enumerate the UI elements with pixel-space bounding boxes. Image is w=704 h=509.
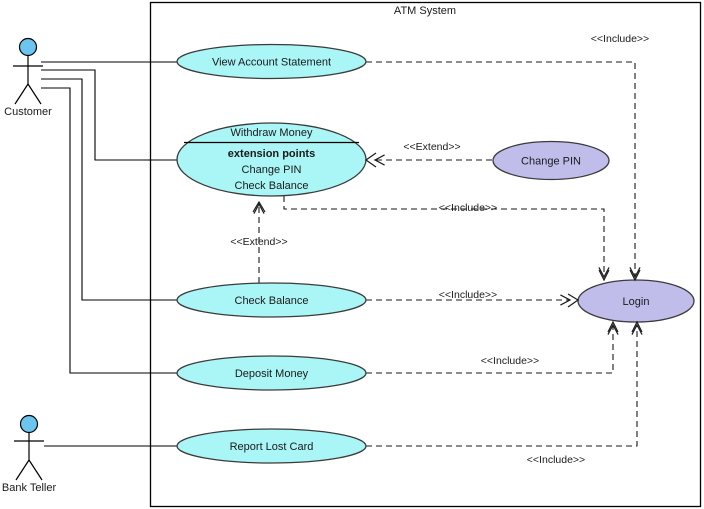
usecase-change-pin[interactable]: Change PIN bbox=[492, 140, 610, 181]
association-customer-check-balance bbox=[41, 78, 179, 301]
usecase-label: Change PIN bbox=[521, 156, 581, 168]
association-customer-deposit-money bbox=[41, 87, 179, 374]
usecase-extension-point-2: Check Balance bbox=[235, 180, 309, 192]
line-include-deposit-money-login bbox=[366, 323, 619, 374]
usecase-ellipse bbox=[492, 140, 610, 181]
actor-bank-teller[interactable]: Bank Teller bbox=[2, 414, 57, 495]
association-customer-withdraw-money bbox=[41, 69, 179, 161]
usecase-ellipse bbox=[176, 355, 367, 391]
actor-body-icon bbox=[13, 56, 43, 105]
actor-body-icon bbox=[14, 433, 44, 481]
usecase-view-account-statement[interactable]: View Account Statement bbox=[176, 43, 367, 80]
label-extend-check-balance: <<Extend>> bbox=[230, 236, 287, 248]
arrowhead-top-right bbox=[629, 269, 641, 282]
line-include-withdraw-money-login bbox=[283, 196, 610, 279]
label-include-check-balance: <<Include>> bbox=[439, 289, 497, 301]
label-include-deposit-money: <<Include>> bbox=[481, 355, 539, 367]
usecase-label: View Account Statement bbox=[212, 57, 331, 69]
arrowhead-extend-from-check-balance bbox=[252, 200, 266, 213]
system-boundary-title: ATM System bbox=[394, 5, 456, 17]
usecase-withdraw-money[interactable]: Withdraw Money extension points Change P… bbox=[176, 122, 367, 197]
arrowhead-bottom-left bbox=[607, 320, 619, 333]
usecase-report-lost-card[interactable]: Report Lost Card bbox=[176, 428, 367, 464]
label-include-withdraw-money: <<Include>> bbox=[439, 202, 497, 214]
system-boundary bbox=[149, 1, 702, 508]
arrowhead-extend-from-change-pin bbox=[364, 152, 377, 168]
usecase-ellipse bbox=[176, 428, 367, 464]
usecase-label: Check Balance bbox=[235, 295, 309, 307]
login-arrowheads bbox=[567, 269, 643, 333]
usecase-extension-points-title: extension points bbox=[228, 148, 315, 160]
usecase-label: Report Lost Card bbox=[230, 441, 314, 453]
arrowhead-bottom-right bbox=[631, 320, 643, 333]
label-include-report-lost-card: <<Include>> bbox=[527, 454, 585, 466]
actor-bank-teller-label: Bank Teller bbox=[2, 482, 57, 494]
usecase-label: Login bbox=[623, 296, 650, 308]
usecase-extension-point-1: Change PIN bbox=[242, 164, 302, 176]
usecase-check-balance[interactable]: Check Balance bbox=[176, 282, 367, 318]
arrowhead-top-left bbox=[598, 269, 610, 282]
usecase-login[interactable]: Login bbox=[577, 279, 695, 323]
usecase-ellipse bbox=[577, 279, 695, 323]
actor-customer-label: Customer bbox=[4, 106, 52, 118]
line-include-view-account-statement-login bbox=[366, 61, 641, 279]
usecase-ellipse bbox=[176, 282, 367, 318]
actor-head-icon bbox=[19, 414, 39, 434]
usecase-label: Deposit Money bbox=[235, 368, 309, 380]
usecase-ellipse bbox=[176, 43, 367, 80]
arrowhead-left bbox=[567, 293, 580, 308]
usecase-label: Withdraw Money bbox=[231, 127, 313, 139]
line-include-report-lost-card-login bbox=[366, 323, 643, 447]
label-include-view-account-statement: <<Include>> bbox=[591, 33, 649, 45]
usecase-deposit-money[interactable]: Deposit Money bbox=[176, 355, 367, 391]
label-extend-change-pin: <<Extend>> bbox=[403, 141, 460, 153]
actor-customer[interactable]: Customer bbox=[4, 37, 52, 119]
actor-head-icon bbox=[18, 37, 38, 57]
withdraw-money-arrowheads bbox=[252, 152, 377, 213]
